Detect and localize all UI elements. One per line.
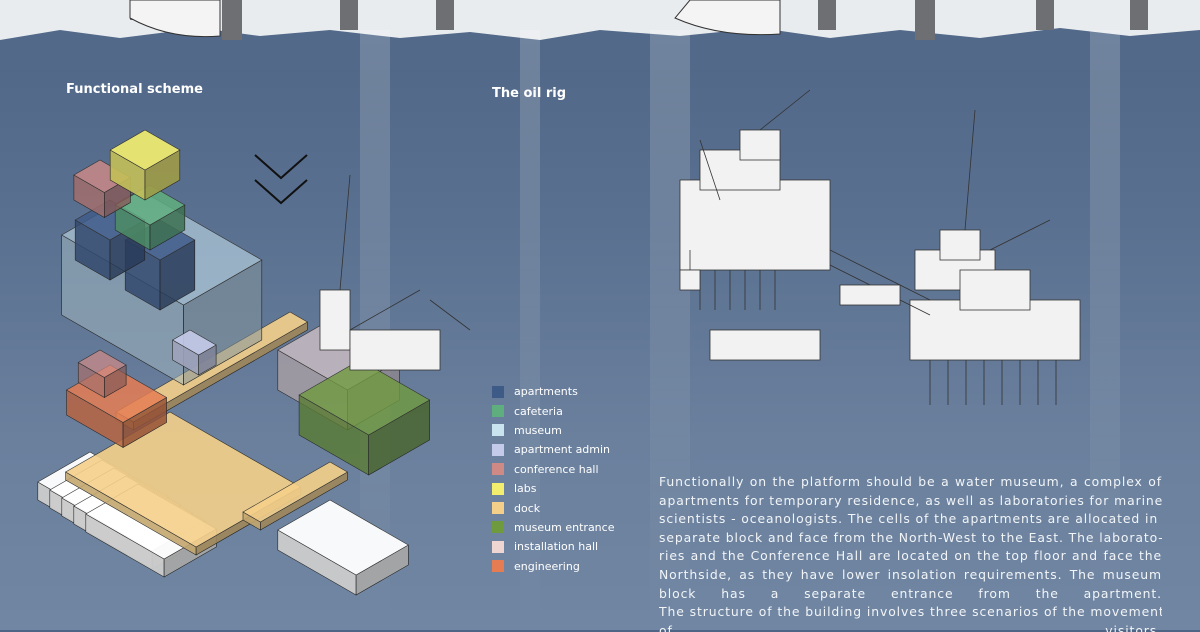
legend-item: museum entrance xyxy=(492,518,614,537)
legend-swatch xyxy=(492,463,504,476)
legend-item: conference hall xyxy=(492,460,614,479)
rig-part xyxy=(739,129,781,161)
rig-part xyxy=(319,289,351,351)
legend-label: installation hall xyxy=(514,540,599,554)
legend-label: museum entrance xyxy=(514,520,615,534)
description-line: Northside, as they have lower insolation… xyxy=(659,566,1162,582)
legend-swatch xyxy=(492,424,504,437)
legend-swatch xyxy=(492,443,504,456)
sea-surface xyxy=(0,0,1200,70)
double-chevron-down-icon[interactable] xyxy=(254,154,308,205)
oil-rig-title: The oil rig xyxy=(492,86,567,101)
function-block xyxy=(298,359,431,436)
legend-swatch xyxy=(492,385,504,398)
legend-label: dock xyxy=(514,501,541,515)
crane xyxy=(339,174,351,291)
legend-label: conference hall xyxy=(514,462,599,476)
legend-swatch xyxy=(492,540,504,553)
function-block xyxy=(277,499,409,576)
rig-part xyxy=(709,329,821,361)
legend-item: museum xyxy=(492,421,614,440)
rig-part xyxy=(349,329,441,371)
rig-part xyxy=(679,179,831,271)
legend-label: museum xyxy=(514,423,562,437)
crane xyxy=(759,89,811,131)
description-line: The structure of the building involves t… xyxy=(659,604,1162,620)
function-block xyxy=(171,329,217,356)
description-line: of visitors. xyxy=(659,622,1162,632)
legend-item: apartments xyxy=(492,382,614,401)
crane xyxy=(829,249,931,301)
legend-swatch xyxy=(492,521,504,534)
crane xyxy=(989,219,1051,251)
rig-part xyxy=(839,284,901,306)
legend-swatch xyxy=(492,405,504,418)
description-line: ries and the Conference Hall are located… xyxy=(659,548,1162,564)
legend: apartments cafeteria museum apartment admin… xyxy=(492,382,614,576)
legend-item: installation hall xyxy=(492,537,614,556)
description-line: block has a separate entrance from the a… xyxy=(659,585,1162,601)
legend-label: cafeteria xyxy=(514,404,563,418)
rig-part xyxy=(959,269,1031,311)
legend-item: engineering xyxy=(492,557,614,576)
legend-swatch xyxy=(492,560,504,573)
description-text: Functionally on the platform should be a… xyxy=(659,473,1162,632)
rig-part xyxy=(939,229,981,261)
functional-scheme-title: Functional scheme xyxy=(66,82,203,97)
rig-part xyxy=(679,269,701,291)
crane xyxy=(349,289,421,331)
legend-item: cafeteria xyxy=(492,401,614,420)
legend-item: labs xyxy=(492,479,614,498)
legend-label: apartments xyxy=(514,385,578,399)
legend-label: apartment admin xyxy=(514,443,611,457)
crane xyxy=(429,299,471,331)
legend-label: engineering xyxy=(514,559,580,573)
description-line: apartments for temporary residence, as w… xyxy=(659,492,1162,508)
function-block xyxy=(109,129,181,171)
description-line: separate block and face from the North-W… xyxy=(659,529,1162,545)
function-block xyxy=(242,461,349,523)
legend-item: dock xyxy=(492,498,614,517)
crane xyxy=(699,139,721,201)
legend-item: apartment admin xyxy=(492,440,614,459)
legend-swatch xyxy=(492,482,504,495)
legend-swatch xyxy=(492,502,504,515)
legend-label: labs xyxy=(514,482,537,496)
crane xyxy=(964,109,976,231)
description-line: Functionally on the platform should be a… xyxy=(659,474,1162,489)
function-block xyxy=(77,349,127,378)
description-line: scientists - oceanologists. The cells of… xyxy=(659,511,1162,527)
